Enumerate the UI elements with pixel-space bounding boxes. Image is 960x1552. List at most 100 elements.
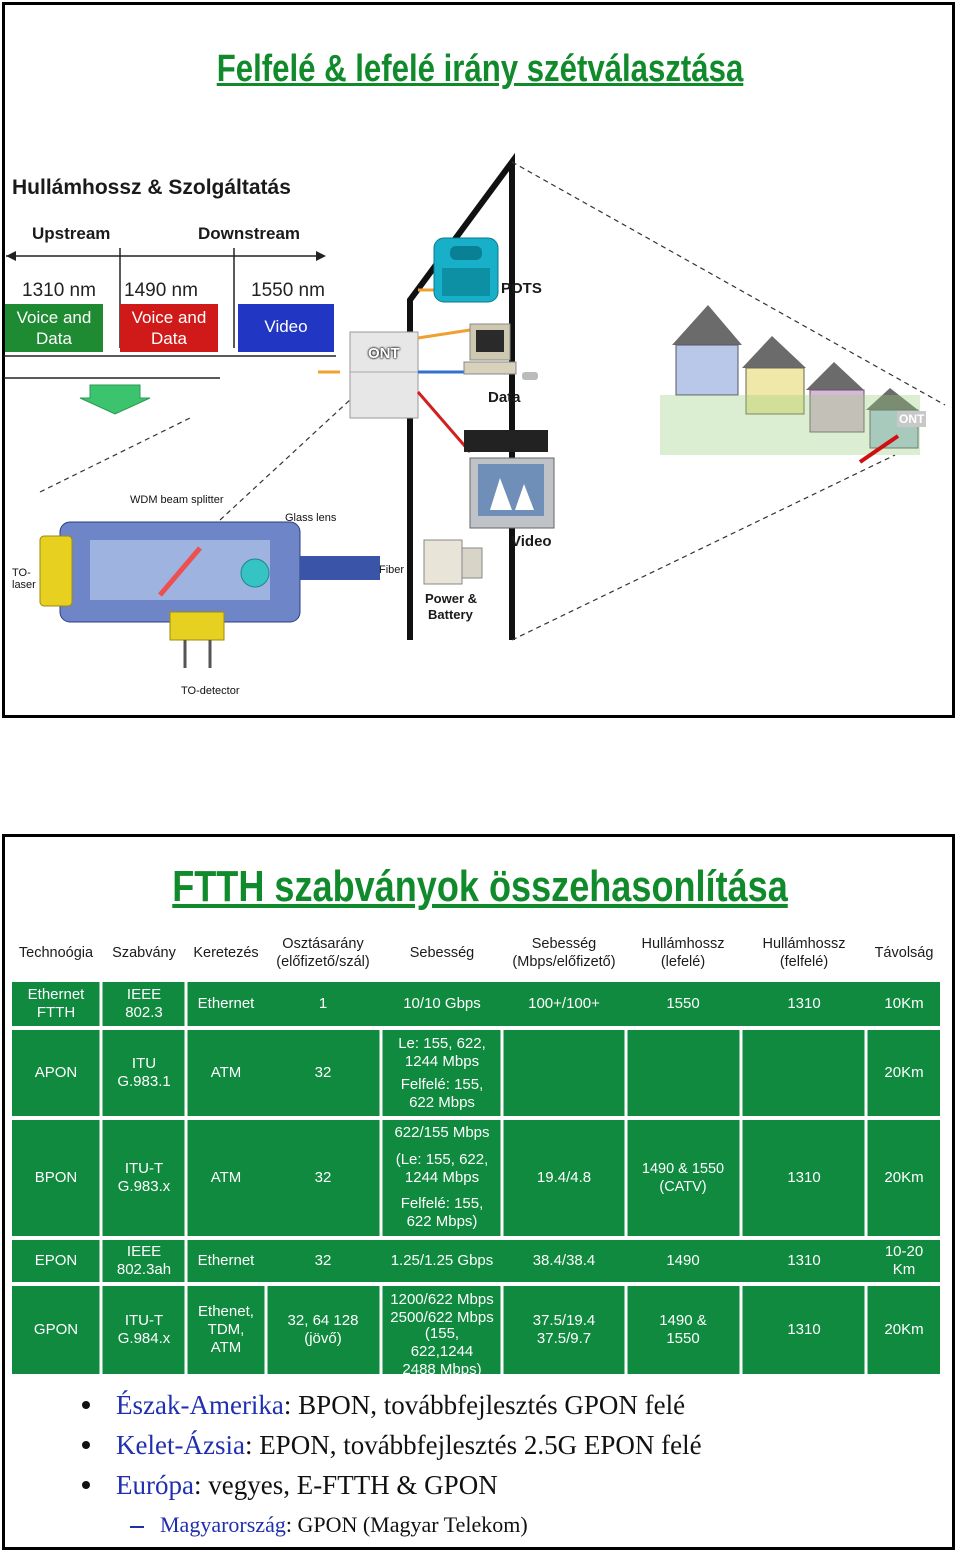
optical-transceiver-illustration — [39, 521, 380, 668]
cell-tech-ethernet-ftth: Ethernet FTTH — [14, 984, 98, 1024]
cell-tech-bpon: BPON — [14, 1122, 98, 1234]
to-detector-label: TO-detector — [181, 685, 240, 697]
cell-tech-epon: EPON — [14, 1242, 98, 1280]
cell-split-32: 32 — [268, 1032, 378, 1114]
cell-tech-apon: APON — [14, 1032, 98, 1114]
tv-icon — [464, 430, 555, 529]
cell-frame-ethernet: Ethernet — [188, 984, 264, 1024]
downstream-arrowhead — [316, 251, 326, 261]
dashed-zoom-line-2 — [39, 417, 191, 493]
cell-persub-empty — [504, 1032, 624, 1114]
cell-persub-37: 37.5/19.4 37.5/9.7 — [504, 1288, 624, 1372]
house-wall — [407, 152, 515, 640]
bullet-east-asia: Kelet-Ázsia: EPON, továbbfejlesztés 2.5G… — [82, 1430, 702, 1461]
computer-icon — [463, 323, 538, 380]
cell-std-ieee8023: IEEE 802.3 — [104, 984, 184, 1024]
cell-down-1490: 1490 — [628, 1242, 738, 1280]
cell-split-1: 1 — [268, 984, 378, 1024]
slide1-title: Felfelé & lefelé irány szétválasztása — [216, 48, 744, 90]
cell-up-1310-2: 1310 — [744, 1122, 864, 1234]
region-north-america: Észak-Amerika — [116, 1390, 284, 1420]
ont-device — [349, 331, 419, 419]
cell-std-g983x: ITU-T G.983.x — [104, 1122, 184, 1234]
upstream-label: Upstream — [32, 224, 111, 243]
cell-speed-down: Le: 155, 622, 1244 Mbps — [384, 1032, 500, 1074]
service-box-1490: Voice and Data — [120, 304, 218, 352]
region-hungary: Magyarország — [160, 1512, 286, 1537]
cell-split-32-64: 32, 64 128 (jövő) — [268, 1288, 378, 1372]
cell-split-32-3: 32 — [268, 1242, 378, 1280]
cell-frame-atm-2: ATM — [188, 1122, 264, 1234]
cell-persub-19: 19.4/4.8 — [504, 1122, 624, 1234]
bullet-europe: Európa: vegyes, E-FTTH & GPON — [82, 1470, 498, 1501]
bullet-dot — [82, 1440, 90, 1449]
cell-speed-paren-down: (Le: 155, 622, 1244 Mbps — [384, 1148, 500, 1190]
cell-speed-1200: 1200/622 Mbps 2500/622 Mbps — [384, 1288, 500, 1330]
wavelength-1310: 1310 nm — [22, 280, 96, 301]
wdm-label: WDM beam splitter — [130, 494, 224, 506]
downstream-label: Downstream — [198, 224, 301, 243]
bullet-dot — [82, 1480, 90, 1489]
header-framing: Keretezés — [193, 945, 259, 961]
upstream-arrowhead — [6, 251, 16, 261]
sub-dash — [130, 1525, 144, 1528]
cell-down-1550: 1550 — [628, 984, 738, 1024]
cell-std-g984x: ITU-T G.984.x — [104, 1288, 184, 1372]
cell-down-empty — [628, 1032, 738, 1114]
header-standard: Szabvány — [112, 945, 176, 961]
data-label: Data — [488, 389, 521, 406]
cell-tech-gpon: GPON — [14, 1288, 98, 1372]
header-wavelength-up: Hullámhossz (felfelé) — [762, 936, 846, 970]
bullet-text: : vegyes, E-FTTH & GPON — [193, 1470, 498, 1500]
cell-up-1310-3: 1310 — [744, 1242, 864, 1280]
cell-up-1310-4: 1310 — [744, 1288, 864, 1372]
header-technology: Technoógia — [18, 945, 94, 961]
subbullet-hungary: Magyarország: GPON (Magyar Telekom) — [130, 1512, 528, 1538]
cell-persub-38: 38.4/38.4 — [504, 1242, 624, 1280]
cell-down-1490-1550: 1490 & 1550 (CATV) — [628, 1122, 738, 1234]
cell-std-8023ah: IEEE 802.3ah — [104, 1242, 184, 1280]
bullet-text: : EPON, továbbfejlesztés 2.5G EPON felé — [244, 1430, 702, 1460]
houses-illustration — [660, 305, 920, 464]
fiber-label: Fiber — [379, 564, 405, 576]
cell-frame-atm: ATM — [188, 1032, 264, 1114]
cell-speed-10g: 10/10 Gbps — [384, 984, 500, 1024]
power-label: Power & — [425, 591, 478, 606]
cell-dist-20km-3: 20Km — [868, 1288, 940, 1372]
battery-label: Battery — [428, 607, 473, 622]
header-speed-per-sub: Sebesség (Mbps/előfizető) — [512, 936, 616, 970]
cell-up-1310: 1310 — [744, 984, 864, 1024]
slide2-title: FTTH szabványok összehasonlítása — [172, 862, 788, 911]
wavelength-1490: 1490 nm — [124, 280, 198, 301]
video-label: Video — [511, 533, 552, 550]
ont-small-label: ONT — [897, 411, 927, 427]
header-distance: Távolság — [874, 945, 934, 961]
cell-speed-up: Felfelé: 155, 622 Mbps — [384, 1074, 500, 1114]
glass-lens-label: Glass lens — [285, 512, 337, 524]
cell-dist-10km: 10Km — [868, 984, 940, 1024]
dashed-zoom-line — [219, 397, 353, 521]
wavelength-heading: Hullámhossz & Szolgáltatás — [12, 176, 291, 199]
ont-label: ONT — [368, 345, 400, 362]
cell-down-1490-1550-2: 1490 & 1550 — [628, 1288, 738, 1372]
bullet-north-america: Észak-Amerika: BPON, továbbfejlesztés GP… — [82, 1390, 685, 1421]
header-speed: Sebesség — [409, 945, 475, 961]
cell-dist-10-20km: 10-20 Km — [868, 1242, 940, 1280]
cell-speed-paren-up: Felfelé: 155, 622 Mbps) — [384, 1192, 500, 1234]
dashed-roof-line — [511, 161, 946, 406]
data-cable — [417, 328, 471, 340]
cell-frame-ethernet-2: Ethernet — [188, 1242, 264, 1280]
cell-split-32-2: 32 — [268, 1122, 378, 1234]
cell-dist-20km: 20Km — [868, 1032, 940, 1114]
cell-speed-125: 1.25/1.25 Gbps — [384, 1242, 500, 1280]
green-down-arrow — [79, 384, 151, 415]
cell-speed-paren: (155, 622,1244 2488 Mbps) — [384, 1325, 500, 1378]
bullet-text: : BPON, továbbfejlesztés GPON felé — [283, 1390, 686, 1420]
cell-speed-622-155: 622/155 Mbps — [384, 1122, 500, 1144]
header-wavelength-down: Hullámhossz (lefelé) — [641, 936, 725, 970]
cell-dist-20km-2: 20Km — [868, 1122, 940, 1234]
wavelength-1550: 1550 nm — [251, 280, 325, 301]
service-box-1550: Video — [238, 304, 334, 352]
service-box-1310: Voice and Data — [5, 304, 103, 352]
